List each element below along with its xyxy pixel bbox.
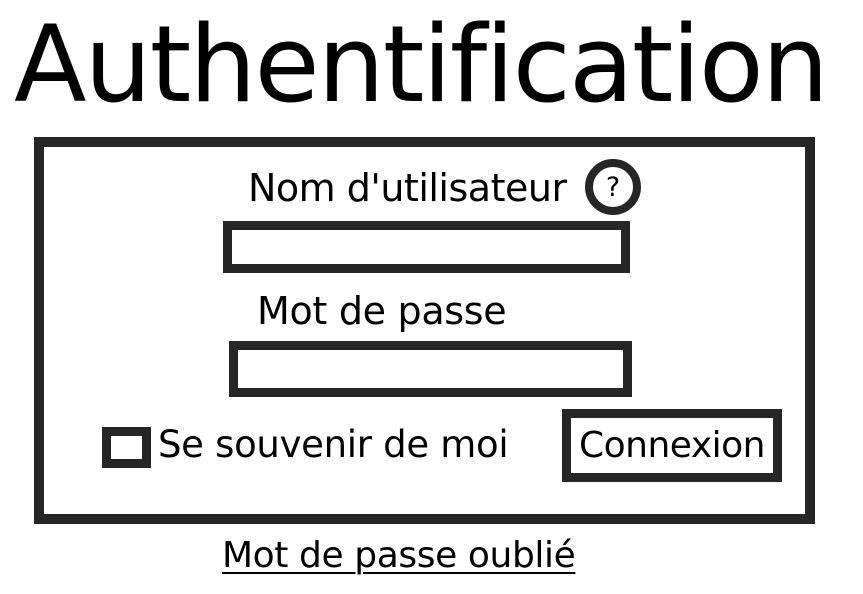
remember-label[interactable]: Se souvenir de moi <box>158 423 509 466</box>
page-title: Authentification <box>14 3 829 126</box>
remember-checkbox[interactable] <box>102 427 151 468</box>
login-panel <box>34 137 815 524</box>
password-label: Mot de passe <box>257 289 507 333</box>
login-button[interactable]: Connexion <box>562 409 782 482</box>
username-label: Nom d'utilisateur <box>248 166 567 210</box>
help-symbol: ? <box>605 171 621 203</box>
username-field[interactable] <box>223 221 630 273</box>
password-field[interactable] <box>229 341 632 397</box>
forgot-password-link[interactable]: Mot de passe oublié <box>222 535 576 576</box>
question-mark-icon[interactable]: ? <box>585 159 641 215</box>
